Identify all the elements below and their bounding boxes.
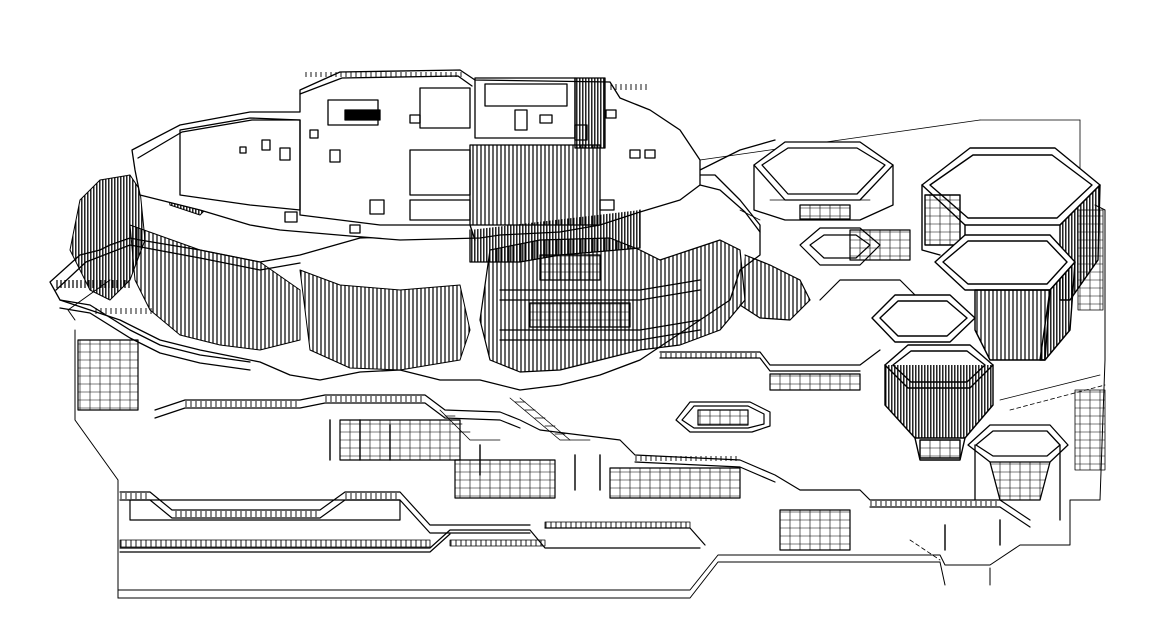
- right-edge-structure: [909, 209, 1106, 561]
- hexagonal-tower-medium: [934, 234, 1076, 361]
- hexagonal-courtyard-small: [799, 227, 911, 266]
- hexagonal-pavilion-left: [753, 141, 894, 221]
- hexagonal-tower-small: [871, 294, 994, 461]
- hexagonal-pavilion-right: [967, 424, 1069, 521]
- central-louvered-tower: [479, 237, 811, 373]
- rooftop-block: [131, 69, 701, 263]
- lower-terrace-walkways: [77, 279, 1031, 553]
- central-courtyard-opening: [675, 401, 771, 433]
- base-podium: [67, 204, 1106, 599]
